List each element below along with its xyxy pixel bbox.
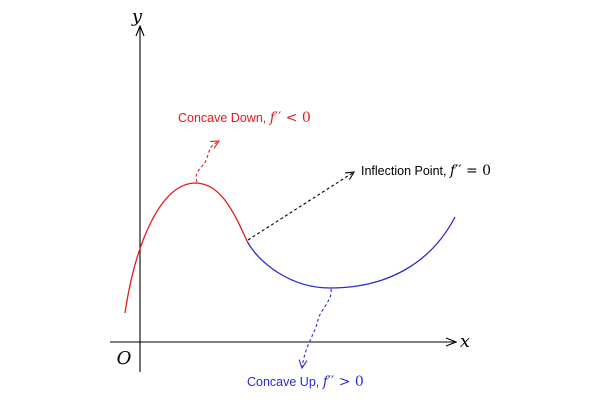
concave-up-label: Concave Up, f′′ > 0 (247, 374, 364, 390)
inflection-label: Inflection Point, f′′ = 0 (361, 163, 491, 179)
concave-down-curve (124, 182, 248, 314)
y-axis-label: y (131, 6, 143, 27)
concave-up-pointer (302, 288, 332, 368)
origin-label: O (117, 348, 132, 369)
x-axis-label: x (460, 331, 470, 352)
inflection-pointer (247, 172, 354, 241)
concave-down-pointer (195, 141, 219, 183)
concave-down-label: Concave Down, f′′ < 0 (178, 110, 311, 126)
concave-up-curve (246, 216, 456, 289)
